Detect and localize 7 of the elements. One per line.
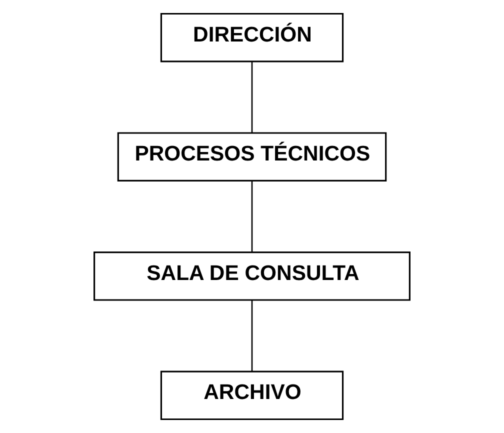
connector [251, 181, 253, 252]
node-box: ARCHIVO [160, 370, 344, 420]
connector [251, 300, 253, 372]
node-box: PROCESOS TÉCNICOS [117, 132, 387, 182]
connector [251, 62, 253, 133]
node-box: SALA DE CONSULTA [94, 251, 410, 301]
node-box: DIRECCIÓN [160, 12, 344, 62]
